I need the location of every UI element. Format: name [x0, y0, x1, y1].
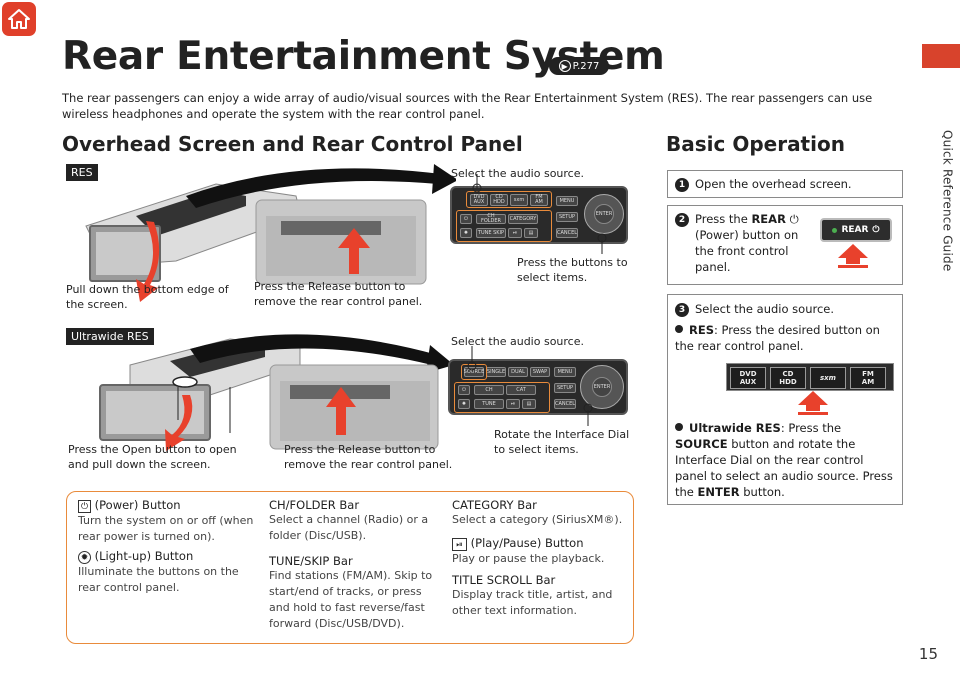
res-bars-highlight [456, 210, 552, 242]
res-dpad[interactable] [584, 194, 624, 234]
rear-power-button[interactable]: REAR ⏻ [820, 218, 892, 242]
res-setup-button[interactable]: SETUP [556, 212, 578, 222]
ultrawide-tag: Ultrawide RES [66, 328, 154, 345]
power-icon: ⏻ [78, 500, 91, 513]
legend-title-scroll: TITLE SCROLL Bar Display track title, ar… [452, 573, 613, 617]
intro-text: The rear passengers can enjoy a wide arr… [62, 91, 873, 121]
res-cd-button[interactable]: CD HDD [490, 194, 508, 206]
bullet-icon [675, 423, 683, 431]
ultrawide-illustration [99, 334, 450, 451]
ultra-play-button[interactable]: ⏯ [506, 399, 520, 409]
step-3-ultra-text: Ultrawide RES: Press the SOURCE button a… [675, 421, 893, 499]
ultra-cancel-button[interactable]: CANCEL [554, 399, 576, 409]
res-power-button[interactable]: ⏻ [460, 214, 472, 224]
res-caption-pull: Pull down the bottom edge of the screen. [66, 283, 229, 311]
ultra-ch-bar[interactable]: CH [474, 385, 504, 395]
bullet-icon [675, 325, 683, 333]
res-rear-control-panel: DVD AUX CD HDD sxm FM AM ⏻ ✹ CH FOLDER C… [450, 186, 628, 244]
res-callout-lines [472, 174, 607, 254]
ultra-category-bar[interactable]: CAT [506, 385, 536, 395]
ultra-source-button[interactable]: SOURCE [464, 367, 484, 377]
play-pause-icon: ⏯ [452, 538, 467, 551]
step-2-box: 2 Press the REAR ⏻ (Power) button on the… [667, 205, 903, 285]
step-3-box: 3 Select the audio source. RES: Press th… [667, 294, 903, 505]
legend-ch-folder: CH/FOLDER Bar Select a channel (Radio) o… [269, 498, 429, 542]
overhead-heading: Overhead Screen and Rear Control Panel [62, 132, 523, 156]
step-1-number: 1 [675, 178, 689, 192]
basic-heading: Basic Operation [666, 132, 845, 156]
res-source-highlight [466, 191, 552, 208]
ultra-dual-button[interactable]: DUAL [508, 367, 528, 377]
step-2-text: Press the REAR ⏻ (Power) button on the f… [695, 212, 799, 274]
res-enter-button[interactable]: ENTER [594, 204, 614, 224]
res-caption-release: Press the Release button to remove the r… [254, 280, 423, 308]
home-button[interactable] [2, 2, 36, 36]
legend-tune-skip: TUNE/SKIP Bar Find stations (FM/AM). Ski… [269, 554, 433, 630]
legend-category: CATEGORY Bar Select a category (SiriusXM… [452, 498, 623, 526]
ultrawide-callout-lines [467, 346, 593, 426]
res-sxm-button[interactable]: sxm [510, 194, 528, 206]
legend-power: ⏻ (Power) Button Turn the system on or o… [78, 498, 254, 543]
legend-play-pause: ⏯ (Play/Pause) Button Play or pause the … [452, 536, 605, 565]
res-menu-button[interactable]: MENU [556, 196, 578, 206]
red-up-arrow-icon [798, 391, 828, 415]
page-number: 15 [918, 645, 938, 663]
ultra-swap-button[interactable]: SWAP [530, 367, 550, 377]
step-3-res-text: RES: Press the desired button on the rea… [675, 323, 880, 353]
red-up-arrow-icon [838, 244, 868, 268]
step-2-number: 2 [675, 213, 689, 227]
home-icon [8, 9, 30, 29]
res-caption-buttons: Press the buttons to select items. [517, 256, 628, 284]
step-1-box: 1 Open the overhead screen. [667, 170, 903, 198]
sxm-button[interactable]: sxm [810, 367, 846, 389]
ultra-bars-highlight [454, 382, 550, 413]
ultrawide-caption-open: Press the Open button to open and pull d… [68, 443, 237, 471]
ultra-title-scroll-bar[interactable]: ▤ [522, 399, 536, 409]
ultra-tune-bar[interactable]: TUNE [474, 399, 504, 409]
res-caption-select: Select the audio source. [451, 167, 584, 180]
step-1-text: Open the overhead screen. [695, 177, 852, 191]
ultra-power-button[interactable]: ⏻ [458, 385, 470, 395]
ultrawide-caption-release: Press the Release button to remove the r… [284, 443, 453, 471]
res-category-bar[interactable]: CATEGORY [508, 214, 538, 224]
sidebar-label: Quick Reference Guide [940, 130, 954, 272]
ultra-setup-button[interactable]: SETUP [554, 383, 576, 393]
step-3-text: Select the audio source. [695, 302, 835, 316]
ultrawide-rear-control-panel: SOURCE SINGLE DUAL SWAP ⏻ ✹ CH CAT TUNE … [448, 359, 628, 415]
legend-light: ✹ (Light-up) Button Illuminate the butto… [78, 549, 239, 594]
ultrawide-caption-select: Select the audio source. [451, 335, 584, 348]
page-reference-link[interactable]: ▶ P.277 [549, 57, 609, 75]
step-3-number: 3 [675, 303, 689, 317]
res-illustration [85, 164, 456, 302]
ultrawide-caption-rotate: Rotate the Interface Dial to select item… [494, 428, 630, 456]
light-up-icon: ✹ [78, 551, 91, 564]
section-tab [922, 44, 960, 68]
ultra-menu-button[interactable]: MENU [554, 367, 576, 377]
res-tune-bar[interactable]: TUNE SKIP [476, 228, 506, 238]
res-tag: RES [66, 164, 98, 181]
power-icon: ⏻ [872, 225, 880, 235]
ultra-light-button[interactable]: ✹ [458, 399, 470, 409]
res-cancel-button[interactable]: CANCEL [556, 228, 578, 238]
res-fm-button[interactable]: FM AM [530, 194, 548, 206]
indicator-led [832, 227, 838, 233]
res-ch-bar[interactable]: CH FOLDER [476, 214, 506, 224]
ultra-source-highlight [461, 364, 487, 380]
power-icon: ⏻ [789, 212, 799, 226]
arrow-icon: ▶ [558, 60, 571, 72]
res-title-scroll-bar[interactable]: ▤ [524, 228, 538, 238]
ultra-enter-button[interactable]: ENTER [592, 377, 612, 397]
res-dvd-button[interactable]: DVD AUX [470, 194, 488, 206]
legend-box: ⏻ (Power) Button Turn the system on or o… [66, 491, 634, 644]
res-play-button[interactable]: ⏯ [508, 228, 522, 238]
res-light-button[interactable]: ✹ [460, 228, 472, 238]
